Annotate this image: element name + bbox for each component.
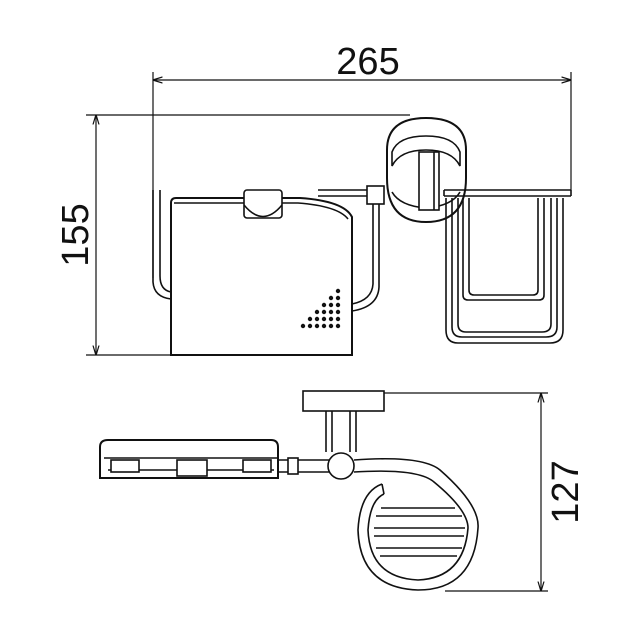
- cover-tab-center: [176, 459, 208, 477]
- hinge-knob: [243, 189, 283, 219]
- stem: [325, 411, 357, 452]
- mount-post: [418, 151, 440, 211]
- paper-holder-cover-top: [99, 439, 279, 479]
- height-dimension-label: 155: [55, 203, 97, 266]
- pivot-ball: [327, 452, 355, 480]
- wall-plate: [302, 390, 385, 412]
- depth-dimension-label: 127: [545, 460, 587, 523]
- connecting-bar: [318, 185, 385, 312]
- ring-holder: [353, 457, 479, 591]
- collar-block: [366, 185, 385, 205]
- paper-holder-cover: [170, 189, 353, 356]
- arm: [278, 457, 330, 475]
- paper-hook: [152, 190, 172, 300]
- wall-mount: [386, 116, 467, 224]
- height-dimension: 155: [55, 114, 410, 356]
- cover-tab-left: [110, 459, 140, 473]
- width-dimension: 265: [152, 41, 572, 278]
- depth-dimension: 127: [384, 392, 587, 592]
- arm-collar: [287, 457, 299, 475]
- cover-tab-right: [242, 459, 272, 473]
- dot-pattern: [300, 288, 341, 329]
- width-dimension-label: 265: [336, 41, 399, 83]
- wire-basket: [445, 198, 564, 344]
- top-view: 127: [99, 390, 587, 592]
- basket-support-bar: [443, 189, 572, 197]
- front-view: 265 155: [55, 41, 572, 356]
